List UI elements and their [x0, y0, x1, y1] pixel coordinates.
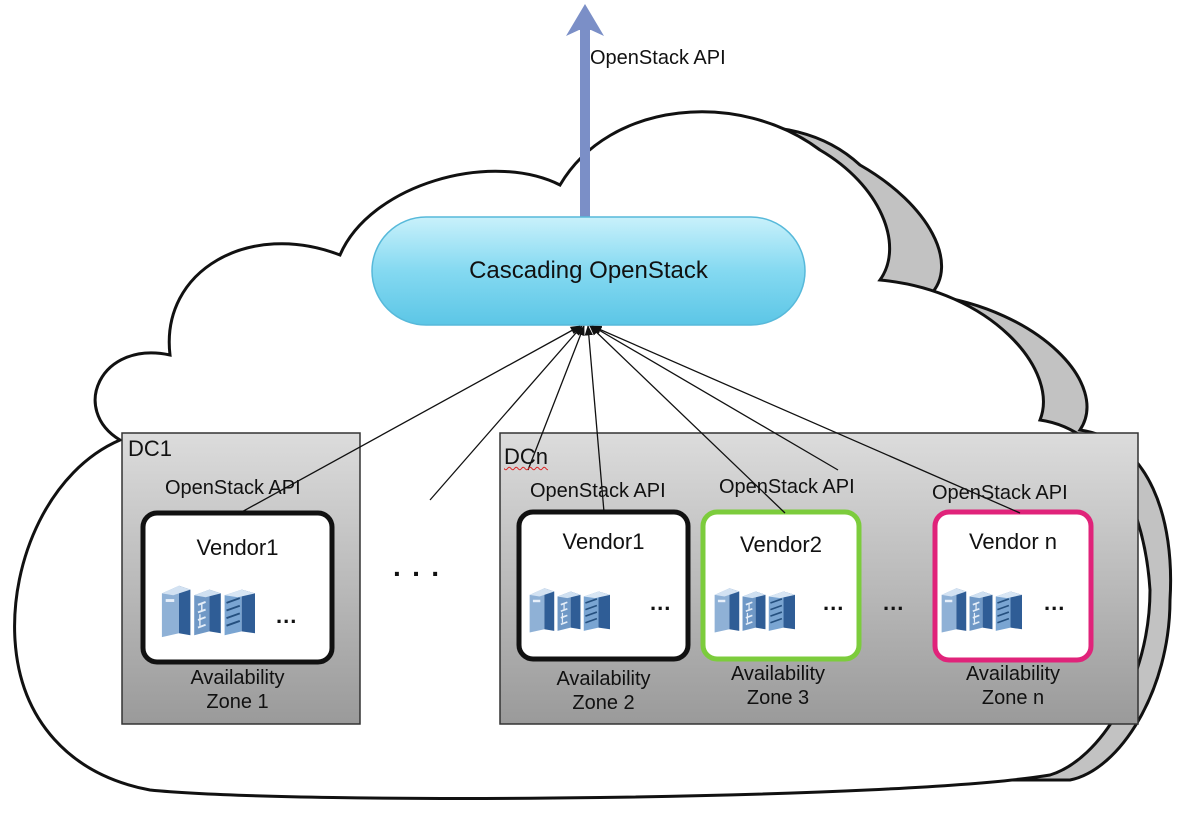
dc1-az1-more-servers: ... [276, 603, 298, 628]
dcn-azn-api-label: OpenStack API [932, 482, 1068, 504]
link-az2 [584, 324, 605, 513]
dcn-az3-vendor-label: Vendor2 [740, 532, 822, 557]
dcn-az3-api-label: OpenStack API [719, 476, 855, 498]
dcn-az2-api-label: OpenStack API [530, 480, 666, 502]
dcn-azn-vendor-label: Vendor n [968, 529, 1058, 554]
link-dc1 [237, 325, 581, 515]
dc1-title: DC1 [128, 436, 173, 461]
between-az-ellipsis: ... [883, 590, 905, 615]
between-dc-ellipsis: · · · [393, 558, 442, 589]
link-dcn-right [591, 325, 839, 471]
cascading-openstack-label: Cascading OpenStack [469, 257, 708, 284]
dcn-az3-more-servers: ... [823, 590, 845, 615]
link-az3 [589, 325, 786, 514]
top-api-label: OpenStack API [590, 47, 726, 69]
link-dcn-left [527, 325, 585, 471]
dc1-az1-api-label: OpenStack API [165, 477, 301, 499]
dc1-az1-vendor-label: Vendor1 [196, 535, 279, 560]
link-middle-dc [429, 325, 583, 501]
dcn-az2-more-servers: ... [650, 590, 672, 615]
dcn-az2-vendor-label: Vendor1 [562, 529, 645, 554]
dcn-azn-more-servers: ... [1044, 590, 1066, 615]
az3-vendor-box [700, 509, 862, 662]
api-up-arrow [566, 4, 604, 231]
dcn-title: DCn [504, 444, 549, 469]
cascading-openstack-node [371, 216, 806, 326]
link-azn [591, 325, 1021, 514]
